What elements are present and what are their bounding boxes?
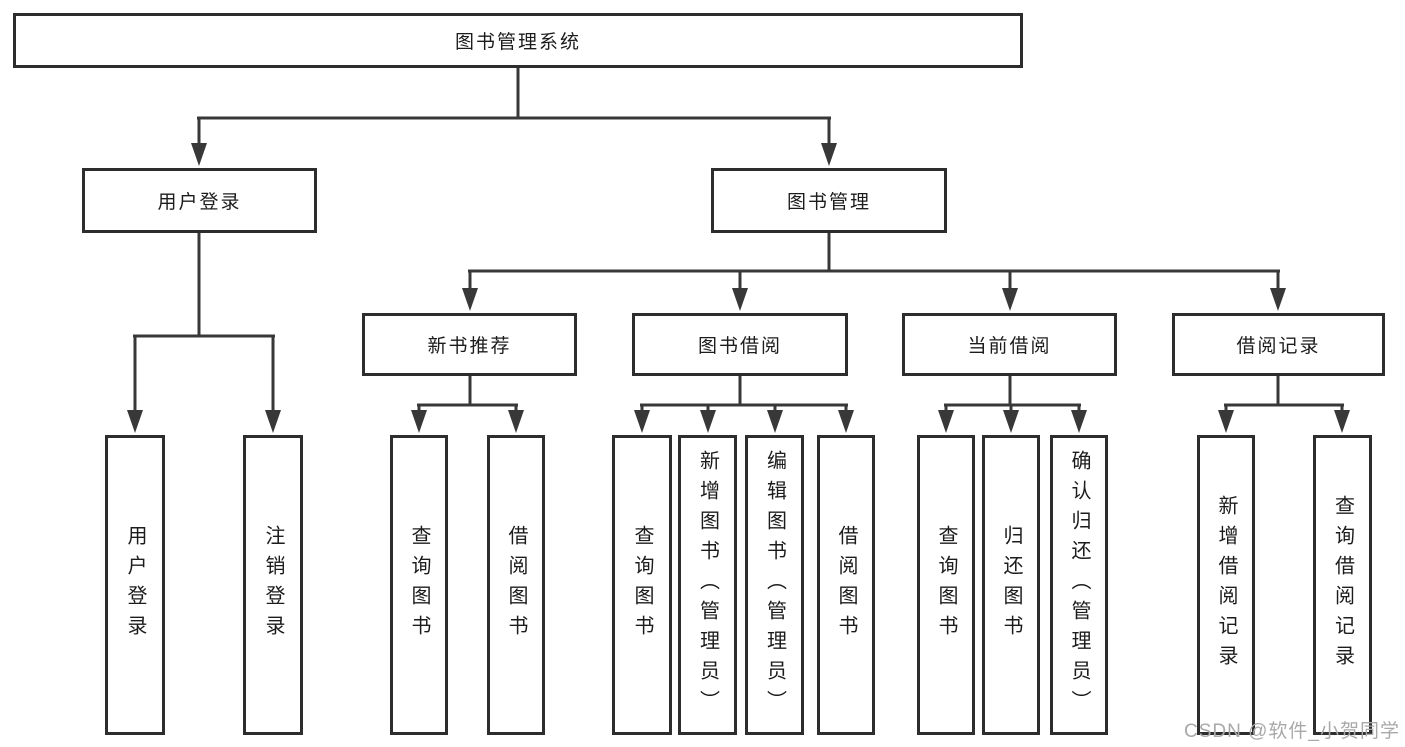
leaf-confirm-return-admin: 确认归还（管理员） bbox=[1050, 435, 1108, 735]
leaf-borrow-books: 借阅图书 bbox=[817, 435, 875, 735]
leaf-add-borrow-record-label: 新增借阅记录 bbox=[1215, 495, 1237, 675]
leaf-edit-books-admin-label: 编辑图书（管理员） bbox=[763, 450, 786, 720]
leaf-add-borrow-record: 新增借阅记录 bbox=[1197, 435, 1255, 735]
leaf-logout-label: 注销登录 bbox=[262, 525, 284, 645]
leaf-query-borrow-record-label: 查询借阅记录 bbox=[1331, 495, 1354, 675]
arrowheads bbox=[127, 143, 1350, 433]
leaf-query-books-borrow-label: 查询图书 bbox=[631, 525, 653, 645]
node-book-borrow: 图书借阅 bbox=[632, 313, 848, 376]
node-current-borrow-label: 当前借阅 bbox=[967, 336, 1052, 357]
node-borrow-records: 借阅记录 bbox=[1172, 313, 1385, 376]
node-new-book-recommend: 新书推荐 bbox=[362, 313, 577, 376]
leaf-query-books-current: 查询图书 bbox=[917, 435, 975, 735]
node-new-book-recommend-label: 新书推荐 bbox=[427, 336, 512, 357]
leaf-borrow-books-label: 借阅图书 bbox=[835, 525, 857, 645]
node-book-management-label: 图书管理 bbox=[786, 192, 871, 213]
node-book-management: 图书管理 bbox=[711, 168, 947, 233]
leaf-query-books-current-label: 查询图书 bbox=[935, 525, 957, 645]
csdn-watermark: CSDN @软件_小贺同学 bbox=[1184, 721, 1400, 742]
leaf-edit-books-admin: 编辑图书（管理员） bbox=[745, 435, 804, 735]
leaf-query-borrow-record: 查询借阅记录 bbox=[1313, 435, 1372, 735]
leaf-borrow-books-recommend: 借阅图书 bbox=[487, 435, 545, 735]
leaf-query-books-recommend: 查询图书 bbox=[390, 435, 448, 735]
leaf-query-books-recommend-label: 查询图书 bbox=[408, 525, 430, 645]
node-user-login: 用户登录 bbox=[82, 168, 317, 233]
leaf-return-books-label: 归还图书 bbox=[1000, 525, 1022, 645]
node-library-management-system: 图书管理系统 bbox=[13, 13, 1023, 68]
leaf-return-books: 归还图书 bbox=[982, 435, 1040, 735]
node-book-borrow-label: 图书借阅 bbox=[697, 336, 782, 357]
leaf-add-books-admin: 新增图书（管理员） bbox=[678, 435, 737, 735]
node-borrow-records-label: 借阅记录 bbox=[1236, 336, 1321, 357]
node-user-login-label: 用户登录 bbox=[157, 192, 242, 213]
leaf-query-books-borrow: 查询图书 bbox=[612, 435, 672, 735]
leaf-user-login-label: 用户登录 bbox=[124, 525, 146, 645]
leaf-user-login: 用户登录 bbox=[105, 435, 165, 735]
node-library-management-system-label: 图书管理系统 bbox=[454, 32, 581, 53]
leaf-borrow-books-recommend-label: 借阅图书 bbox=[505, 525, 527, 645]
leaf-confirm-return-admin-label: 确认归还（管理员） bbox=[1068, 450, 1090, 720]
leaf-logout: 注销登录 bbox=[243, 435, 303, 735]
leaf-add-books-admin-label: 新增图书（管理员） bbox=[696, 450, 719, 720]
node-current-borrow: 当前借阅 bbox=[902, 313, 1117, 376]
